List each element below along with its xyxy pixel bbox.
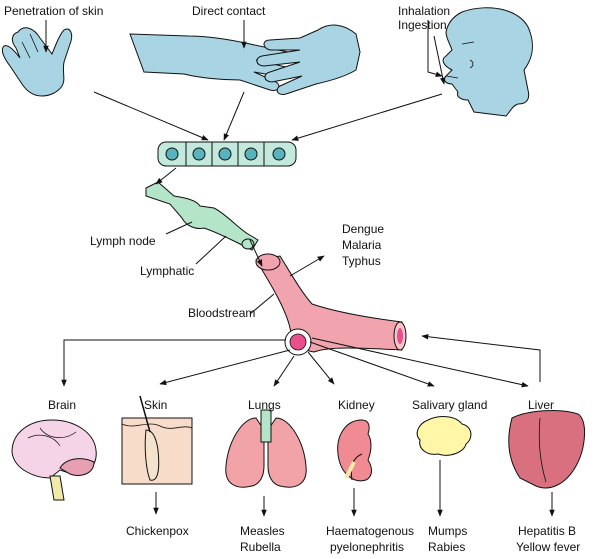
left-hand-icon	[1, 27, 73, 97]
arrows	[43, 20, 555, 517]
brain-icon	[11, 419, 97, 501]
label-dengue: Dengue	[342, 222, 385, 236]
pointer-bloodstream	[249, 293, 275, 315]
label-liver: Liver	[528, 398, 555, 412]
label-lungs: Lungs	[248, 398, 281, 412]
label-lymphatic: Lymphatic	[140, 264, 195, 278]
arrow-to-skin	[159, 349, 291, 386]
label-hepatitis-b: Hepatitis B	[518, 524, 577, 538]
arrow-to-kidney	[307, 351, 335, 385]
arrow-liver-to-blood	[421, 333, 541, 382]
label-chickenpox: Chickenpox	[126, 524, 189, 538]
label-kidney: Kidney	[338, 398, 375, 412]
epithelial-cells	[157, 141, 297, 167]
arrow-head-to-cells	[291, 93, 443, 141]
pointer-lymphatic	[195, 235, 227, 265]
arrow-to-brain	[61, 339, 286, 387]
label-skin: Skin	[144, 398, 168, 412]
label-pyelonephritis: pyelonephritis	[330, 540, 405, 554]
label-bloodstream: Bloodstream	[188, 306, 256, 320]
liver-icon	[508, 410, 585, 489]
direct-contact-hands-icon	[129, 24, 361, 95]
label-mumps: Mumps	[428, 524, 468, 538]
label-inhalation: Inhalation	[398, 4, 451, 18]
label-typhus: Typhus	[342, 254, 381, 268]
arrow-to-lungs	[273, 355, 295, 387]
arrow-ingestion-to-mouth	[433, 35, 446, 85]
arrow-to-liver	[311, 337, 529, 388]
pointer-lymph-node	[165, 221, 193, 235]
label-salivary-gland: Salivary gland	[412, 398, 488, 412]
label-ingestion: Ingestion	[398, 18, 447, 32]
label-lymph-node: Lymph node	[90, 234, 156, 248]
lymph-node-vessel	[145, 181, 259, 251]
arrow-to-salivary-gland	[309, 341, 435, 387]
arrow-cells-to-lymph-node	[155, 167, 177, 185]
label-penetration-of-skin: Penetration of skin	[4, 4, 104, 18]
head-profile-icon	[442, 7, 533, 117]
label-rabies: Rabies	[428, 540, 466, 554]
label-malaria: Malaria	[342, 238, 382, 252]
arrow-lymphatic-to-bloodstream	[249, 239, 263, 267]
kidney-icon	[337, 419, 372, 482]
lungs-icon	[225, 409, 307, 488]
skin-cross-section-icon	[121, 395, 193, 485]
arrow-contact-to-cells	[223, 91, 245, 141]
label-rubella: Rubella	[240, 540, 281, 554]
label-haematogenous: Haematogenous	[326, 524, 415, 538]
arrow-bloodstream-to-systemic	[289, 255, 325, 277]
label-measles: Measles	[240, 524, 285, 538]
label-direct-contact: Direct contact	[192, 4, 266, 18]
blood-vessel	[255, 253, 407, 356]
label-yellow-fever: Yellow fever	[516, 540, 581, 554]
arrow-hand-to-cells	[93, 91, 209, 141]
arrow-inhalation-to-nose	[427, 20, 443, 77]
salivary-gland-icon	[416, 416, 472, 456]
label-brain: Brain	[48, 398, 77, 412]
